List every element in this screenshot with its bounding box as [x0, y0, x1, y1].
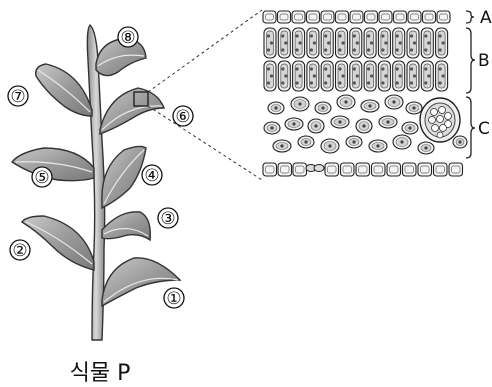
leaf-number-7: ⑦: [10, 87, 25, 107]
epidermis-cell: [437, 11, 450, 23]
epidermis-cell: [350, 11, 363, 23]
epidermis-cell: [278, 11, 291, 23]
label-B: B: [478, 51, 490, 71]
lower-epidermis-cell: [341, 163, 355, 176]
lower-epidermis-cell: [434, 163, 448, 176]
leaf-7: [36, 64, 92, 116]
leaf-6: [100, 88, 164, 134]
lower-epidermis-cell: [387, 163, 401, 176]
leaf-number-3: ③: [160, 209, 175, 229]
label-A: A: [480, 8, 492, 28]
epidermis-cell: [365, 11, 378, 23]
lower-epidermis-cell: [372, 163, 386, 176]
lower-epidermis-cell: [449, 163, 463, 176]
guard-cell: [314, 165, 324, 172]
leaf-5: [12, 148, 94, 181]
epidermis-cell: [423, 11, 436, 23]
leaf-number-2: ②: [12, 241, 27, 261]
leaf-number-1: ①: [166, 289, 181, 309]
palisade-layer: [264, 28, 448, 91]
lower-epidermis-cell: [403, 163, 417, 176]
leaf-number-6: ⑥: [175, 107, 190, 127]
epidermis-cell: [292, 11, 305, 23]
leaf-cross-section: [263, 11, 467, 176]
epidermis-cell: [321, 11, 334, 23]
epidermis-cell: [307, 11, 320, 23]
leaf-number-8: ⑧: [120, 28, 135, 48]
epidermis-cell: [379, 11, 392, 23]
lower-epidermis-cell: [263, 163, 277, 176]
leaf-3: [102, 212, 150, 240]
lower-epidermis-cell: [356, 163, 370, 176]
label-C: C: [478, 119, 490, 139]
lower-epidermis-cell: [325, 163, 339, 176]
lower-epidermis-cell: [293, 163, 307, 176]
lower-epidermis: [263, 163, 463, 176]
lower-epidermis-cell: [418, 163, 432, 176]
epidermis-cell: [408, 11, 421, 23]
lower-epidermis-cell: [278, 163, 292, 176]
caption: 식물 P: [70, 361, 131, 386]
leaf-2: [22, 216, 94, 270]
epidermis-cell: [336, 11, 349, 23]
leaf-4: [102, 146, 146, 208]
leaf-number-4: ④: [144, 166, 159, 186]
upper-epidermis: [263, 11, 450, 23]
epidermis-cell: [394, 11, 407, 23]
zoom-lines: [148, 10, 262, 180]
leaf-number-5: ⑤: [34, 168, 49, 188]
vascular-bundle: [420, 98, 460, 142]
epidermis-cell: [263, 11, 276, 23]
layer-brackets: [466, 11, 475, 158]
